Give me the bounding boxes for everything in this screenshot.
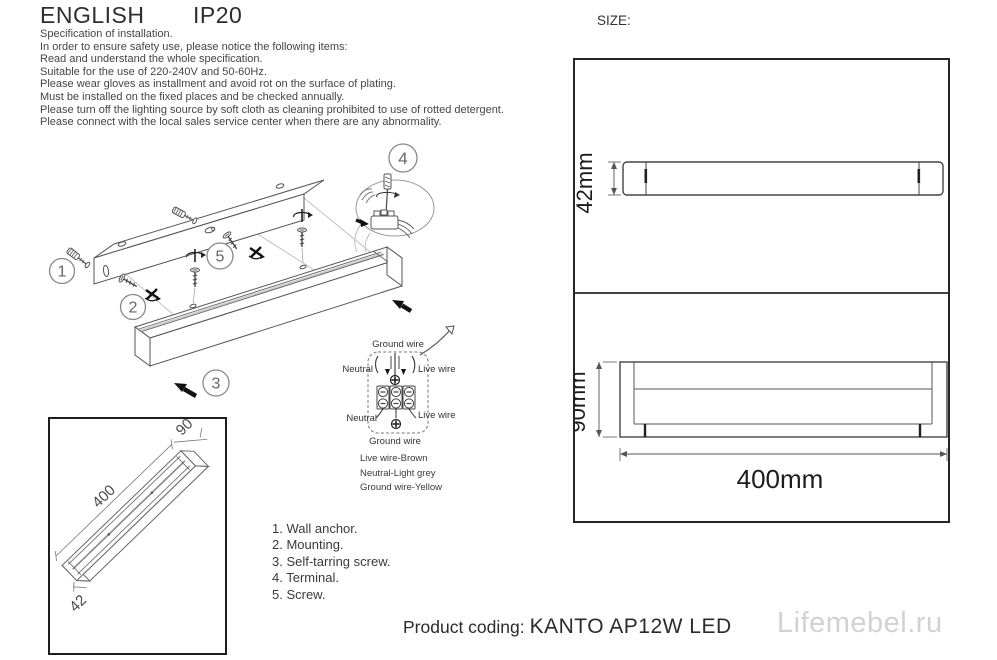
label-top-ground: Ground wire xyxy=(372,339,424,350)
direction-arrow xyxy=(392,300,413,313)
dim-90mm: 90mm xyxy=(575,371,590,432)
iso-view-drawing: 400 90 42 xyxy=(54,419,210,616)
part-item: 2. Mounting. xyxy=(272,537,344,553)
ground-screw-icon xyxy=(389,374,401,386)
dim-42mm: 42mm xyxy=(575,152,597,213)
terminal-detail-bubble xyxy=(354,173,435,253)
direction-arrow xyxy=(174,383,198,398)
product-code: KANTO AP12W LED xyxy=(529,615,732,638)
label-bottom-neutral: Neutral xyxy=(346,413,377,424)
spec-line: Suitable for the use of 220-240V and 50-… xyxy=(40,65,267,78)
label-top-live: Live wire xyxy=(418,364,456,375)
legend-neutral: Neutral-Light grey xyxy=(360,467,436,479)
specification-text: Specification of installation. In order … xyxy=(40,28,504,129)
dim-400mm: 400mm xyxy=(737,464,824,494)
terminal-block xyxy=(376,385,416,410)
callout-5: 5 xyxy=(206,242,234,270)
svg-text:3: 3 xyxy=(212,376,221,393)
spec-line: Please wear gloves as installment and av… xyxy=(40,78,396,91)
spec-line: In order to ensure safety use, please no… xyxy=(40,40,348,53)
front-view-drawing: 42mm xyxy=(575,152,944,214)
wires xyxy=(374,325,455,419)
svg-text:2: 2 xyxy=(129,300,138,317)
callout-1: 1 xyxy=(48,257,76,285)
iso-dim-400: 400 xyxy=(89,482,119,512)
fixture-body-drawing xyxy=(133,246,404,367)
legend-ground: Ground wire-Yellow xyxy=(360,482,443,494)
hand-icon xyxy=(359,188,376,204)
part-item: 4. Terminal. xyxy=(272,570,339,586)
iso-inset-box: 400 90 42 xyxy=(48,417,227,655)
plan-view-drawing: 90mm 400mm xyxy=(575,361,948,494)
iso-dim-42: 42 xyxy=(66,592,90,616)
part-item: 1. Wall anchor. xyxy=(272,521,358,536)
label-top-neutral: Neutral xyxy=(342,364,373,375)
spec-line: Must be installed on the fixed places an… xyxy=(40,90,345,103)
spec-line: Read and understand the whole specificat… xyxy=(40,53,263,66)
header-ip-rating: IP20 xyxy=(193,2,243,28)
wiring-diagram: Ground wire Neutral Live wire Neutral Li… xyxy=(342,325,456,447)
label-bottom-ground: Ground wire xyxy=(369,436,421,447)
callout-3: 3 xyxy=(202,369,230,397)
screwdriver-icon xyxy=(376,173,400,215)
terminal-block-icon xyxy=(370,209,415,239)
header-language: ENGLISH xyxy=(40,2,145,28)
svg-text:4: 4 xyxy=(398,149,407,168)
svg-text:5: 5 xyxy=(216,249,225,266)
iso-dim-90: 90 xyxy=(173,419,197,439)
svg-text:1: 1 xyxy=(58,264,67,281)
ground-screw-icon xyxy=(390,418,402,430)
product-coding-label: Product coding: xyxy=(403,617,525,637)
spec-line: Please turn off the lighting source by s… xyxy=(40,103,504,116)
label-bottom-live: Live wire xyxy=(418,410,456,421)
callout-4: 4 xyxy=(388,143,418,173)
watermark: Lifemebel.ru xyxy=(777,607,943,639)
wire-color-legend: Live wire-Brown Neutral-Light grey Groun… xyxy=(360,452,442,496)
size-panel: 42mm 90mm xyxy=(573,58,950,523)
parts-list: 1. Wall anchor. 2. Mounting. 3. Self-tar… xyxy=(272,521,391,603)
product-coding: Product coding: KANTO AP12W LED xyxy=(403,615,732,639)
installation-diagram: 1 2 5 3 4 xyxy=(48,143,435,398)
legend-live: Live wire-Brown xyxy=(360,453,428,464)
part-item: 5. Screw. xyxy=(272,586,326,602)
mounting-bracket-drawing xyxy=(93,179,325,285)
part-item: 3. Self-tarring screw. xyxy=(272,553,391,569)
spec-line: Please connect with the local sales serv… xyxy=(40,116,442,129)
callout-2: 2 xyxy=(119,293,147,321)
size-label: SIZE: xyxy=(597,13,631,28)
spec-line: Specification of installation. xyxy=(40,28,173,40)
size-drawings: 42mm 90mm xyxy=(575,152,948,494)
